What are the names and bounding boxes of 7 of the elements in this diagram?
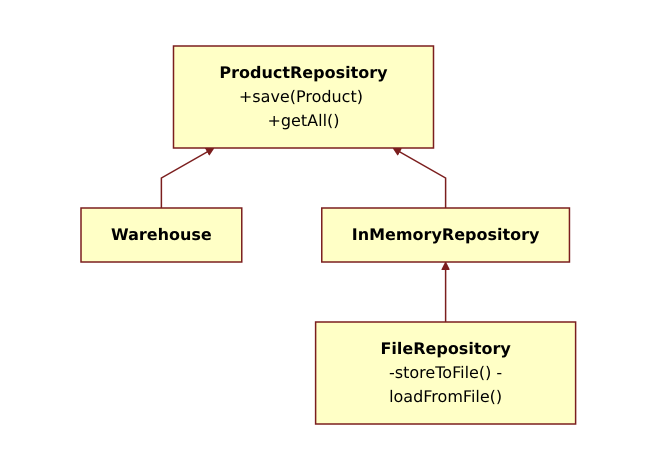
node-box: InMemoryRepository — [320, 207, 570, 263]
node-box: ProductRepository +save(Product) +getAll() — [172, 45, 434, 149]
node-box: FileRepository -storeToFile() -loadFromFile() — [314, 321, 576, 425]
arrow — [160, 148, 214, 208]
node-box: Warehouse — [80, 207, 242, 263]
arrow — [392, 148, 446, 208]
arrow — [440, 262, 450, 322]
